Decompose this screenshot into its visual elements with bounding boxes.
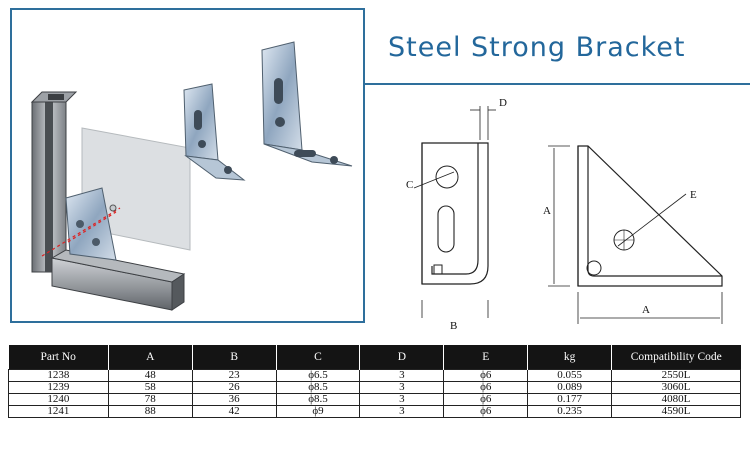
table-row: 1238 48 23 ϕ6.5 3 ϕ6 0.055 2550L (8, 369, 741, 382)
table-header-row: Part No A B C D E kg Compatibility Code (8, 345, 741, 370)
table-row: 1240 78 36 ϕ8.5 3 ϕ6 0.177 4080L (8, 393, 741, 406)
label-a-vertical: A (543, 205, 551, 217)
spec-table: Part No A B C D E kg Compatibility Code … (8, 345, 741, 418)
cell-b: 23 (191, 369, 277, 382)
side-view (413, 106, 496, 318)
header-a: A (107, 345, 193, 370)
cell-d: 3 (359, 405, 445, 418)
cell-d: 3 (359, 381, 445, 394)
header-part-no: Part No (8, 345, 109, 370)
cell-c: ϕ8.5 (275, 393, 361, 406)
bracket-illustration (30, 41, 353, 311)
cell-part-no: 1240 (8, 393, 109, 406)
cell-a: 58 (107, 381, 193, 394)
header-compatibility-code: Compatibility Code (611, 345, 741, 370)
cell-compatibility-code: 4590L (611, 405, 741, 418)
cell-a: 78 (107, 393, 193, 406)
cell-b: 36 (191, 393, 277, 406)
label-a-horizontal: A (642, 304, 650, 316)
cell-d: 3 (359, 393, 445, 406)
cell-d: 3 (359, 369, 445, 382)
technical-drawing: D C B A E A (406, 97, 723, 332)
cell-e: ϕ6 (443, 393, 529, 406)
cell-kg: 0.177 (527, 393, 613, 406)
cell-c: ϕ9 (275, 405, 361, 418)
table-row: 1239 58 26 ϕ8.5 3 ϕ6 0.089 3060L (8, 381, 741, 394)
header-b: B (191, 345, 277, 370)
label-e: E (690, 189, 697, 201)
cell-e: ϕ6 (443, 381, 529, 394)
cell-part-no: 1239 (8, 381, 109, 394)
cell-a: 88 (107, 405, 193, 418)
header-e: E (443, 345, 528, 370)
cell-part-no: 1241 (8, 405, 109, 418)
header-d: D (359, 345, 444, 370)
cell-c: ϕ8.5 (275, 381, 361, 394)
cell-compatibility-code: 4080L (611, 393, 741, 406)
header-c: C (275, 345, 360, 370)
cell-c: ϕ6.5 (275, 369, 361, 382)
label-c: C (406, 179, 413, 191)
product-photo (10, 8, 365, 323)
cell-part-no: 1238 (8, 369, 109, 382)
label-d: D (499, 97, 507, 109)
cell-e: ϕ6 (443, 405, 529, 418)
title-divider (365, 83, 750, 85)
table-row: 1241 88 42 ϕ9 3 ϕ6 0.235 4590L (8, 405, 741, 418)
cell-kg: 0.089 (527, 381, 613, 394)
cell-compatibility-code: 3060L (611, 381, 741, 394)
cell-compatibility-code: 2550L (611, 369, 741, 382)
label-b: B (450, 320, 457, 332)
page-title: Steel Strong Bracket (388, 32, 686, 63)
cell-kg: 0.055 (527, 369, 613, 382)
front-view (548, 145, 723, 324)
cell-b: 42 (191, 405, 277, 418)
cell-kg: 0.235 (527, 405, 613, 418)
header-kg: kg (527, 345, 612, 370)
cell-e: ϕ6 (443, 369, 529, 382)
cell-b: 26 (191, 381, 277, 394)
cell-a: 48 (107, 369, 193, 382)
